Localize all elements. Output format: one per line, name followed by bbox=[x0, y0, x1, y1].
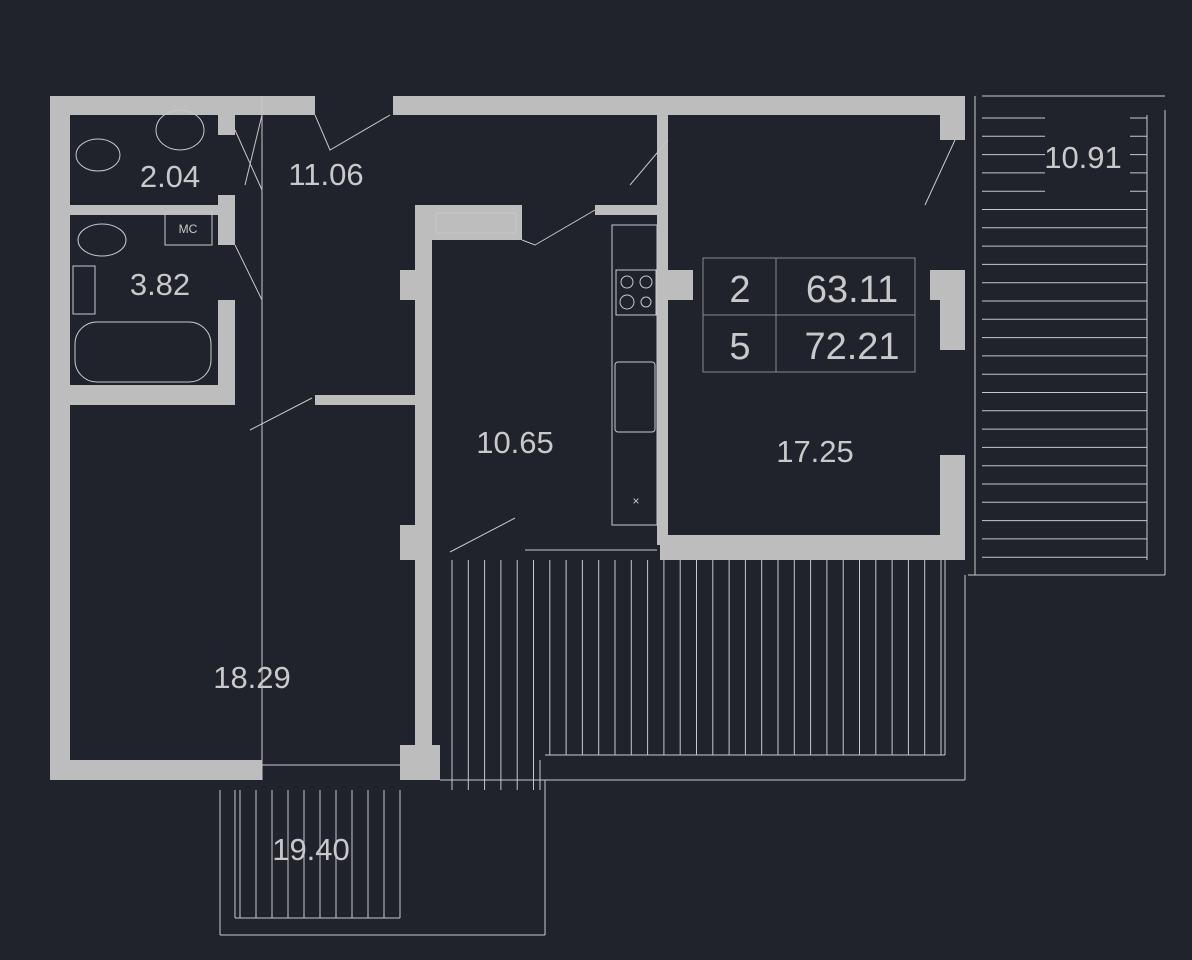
ventilation-shaft bbox=[435, 212, 517, 234]
room-area-bathroom: 3.82 bbox=[130, 267, 190, 302]
bathtub-icon bbox=[74, 321, 212, 383]
stove-icon bbox=[615, 269, 657, 316]
toilet-icon bbox=[77, 223, 127, 257]
toilet-icon bbox=[75, 138, 121, 172]
washer-box bbox=[164, 211, 213, 246]
sink-icon bbox=[155, 109, 205, 151]
floor-number: 5 bbox=[729, 326, 750, 368]
area-labels: 2.04 11.06 3.82 10.65 17.25 18.29 19.40 … bbox=[130, 140, 1122, 867]
room-area-balcony-bottom: 19.40 bbox=[272, 832, 350, 867]
balcony-hatching bbox=[219, 95, 1166, 936]
room-area-balcony-right: 10.91 bbox=[1044, 140, 1122, 175]
fridge-mark: × bbox=[632, 494, 639, 508]
room-area-living-room: 17.25 bbox=[776, 434, 854, 469]
room-area-wc: 2.04 bbox=[140, 159, 200, 194]
room-area-bedroom: 18.29 bbox=[213, 660, 291, 695]
washer-label: МС bbox=[179, 222, 198, 236]
summary-table: 2 63.11 5 72.21 bbox=[702, 257, 916, 373]
room-area-hall: 11.06 bbox=[288, 157, 363, 192]
rooms-count: 2 bbox=[729, 269, 750, 311]
walls bbox=[50, 96, 965, 780]
kitchen-counter bbox=[611, 224, 658, 526]
fixtures: МС × bbox=[72, 96, 956, 780]
room-area-kitchen: 10.65 bbox=[476, 425, 554, 460]
living-area: 63.11 bbox=[806, 269, 898, 311]
sink-icon bbox=[72, 265, 96, 315]
kitchen-sink-icon bbox=[614, 361, 656, 433]
total-area: 72.21 bbox=[804, 326, 899, 368]
